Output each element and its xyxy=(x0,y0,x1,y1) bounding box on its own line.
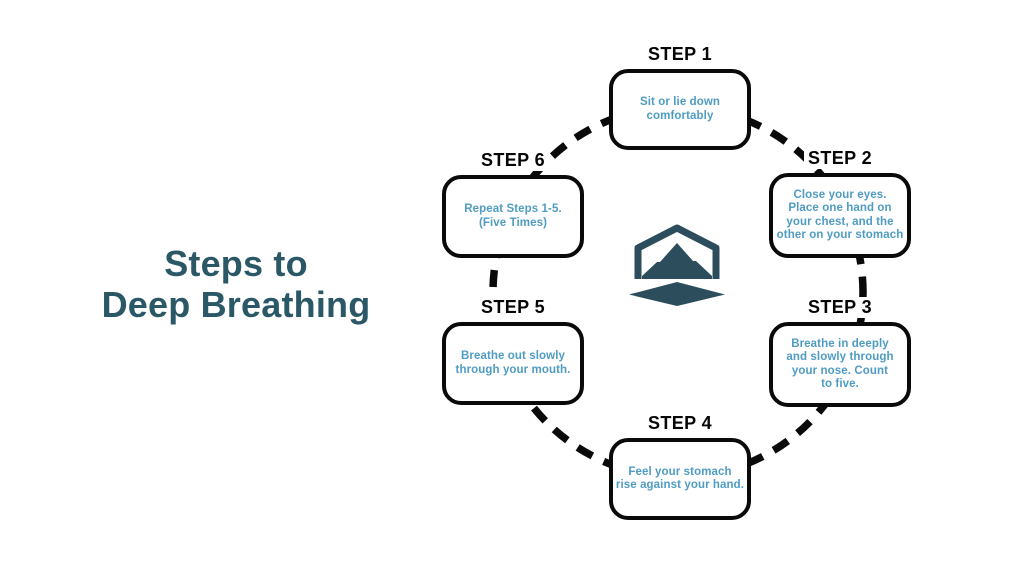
step-4: STEP 4 Feel your stomach rise against yo… xyxy=(609,413,751,520)
title-line-1: Steps to xyxy=(164,243,308,284)
step-3-text: Breathe in deeply xyxy=(791,337,889,350)
step-3-text: to five. xyxy=(821,378,859,390)
step-3-text: and slowly through xyxy=(786,351,894,363)
step-6: STEP 6 Repeat Steps 1-5. (Five Times) xyxy=(442,150,584,258)
page-title: Steps to Deep Breathing xyxy=(38,243,434,325)
step-2-text: Place one hand on xyxy=(788,202,892,214)
step-6-box: Repeat Steps 1-5. (Five Times) xyxy=(442,175,584,258)
mountain-hexagon-logo-icon xyxy=(629,224,725,306)
step-2: STEP 2 Close your eyes. Place one hand o… xyxy=(769,148,911,258)
step-3: STEP 3 Breathe in deeply and slowly thro… xyxy=(769,297,911,407)
step-5-box: Breathe out slowly through your mouth. xyxy=(442,322,584,405)
step-1-text: comfortably xyxy=(646,109,714,122)
step-1: STEP 1 Sit or lie down comfortably xyxy=(609,44,751,150)
step-4-box: Feel your stomach rise against your hand… xyxy=(609,438,751,520)
step-2-box: Close your eyes. Place one hand on your … xyxy=(769,173,911,258)
step-1-box: Sit or lie down comfortably xyxy=(609,69,751,150)
step-3-box: Breathe in deeply and slowly through you… xyxy=(769,322,911,407)
title-line-2: Deep Breathing xyxy=(101,284,371,325)
step-3-text: your nose. Count xyxy=(791,364,889,377)
step-6-text: (Five Times) xyxy=(478,216,548,229)
step-1-label: STEP 1 xyxy=(609,44,751,65)
step-2-text: Close your eyes. xyxy=(793,188,887,201)
step-6-label: STEP 6 xyxy=(442,150,584,171)
step-2-label: STEP 2 xyxy=(769,148,911,169)
step-6-text: Repeat Steps 1-5. xyxy=(464,203,562,215)
step-5-label: STEP 5 xyxy=(442,297,584,318)
step-4-text: Feel your stomach xyxy=(628,465,732,478)
step-1-text: Sit or lie down xyxy=(639,96,721,108)
step-5: STEP 5 Breathe out slowly through your m… xyxy=(442,297,584,405)
step-4-text: rise against your hand. xyxy=(615,479,745,491)
step-2-text: your chest, and the xyxy=(786,215,894,228)
step-5-text: Breathe out slowly xyxy=(460,350,566,362)
step-5-text: through your mouth. xyxy=(455,363,571,376)
step-3-label: STEP 3 xyxy=(769,297,911,318)
step-2-text: other on your stomach xyxy=(776,229,904,241)
step-4-label: STEP 4 xyxy=(609,413,751,434)
